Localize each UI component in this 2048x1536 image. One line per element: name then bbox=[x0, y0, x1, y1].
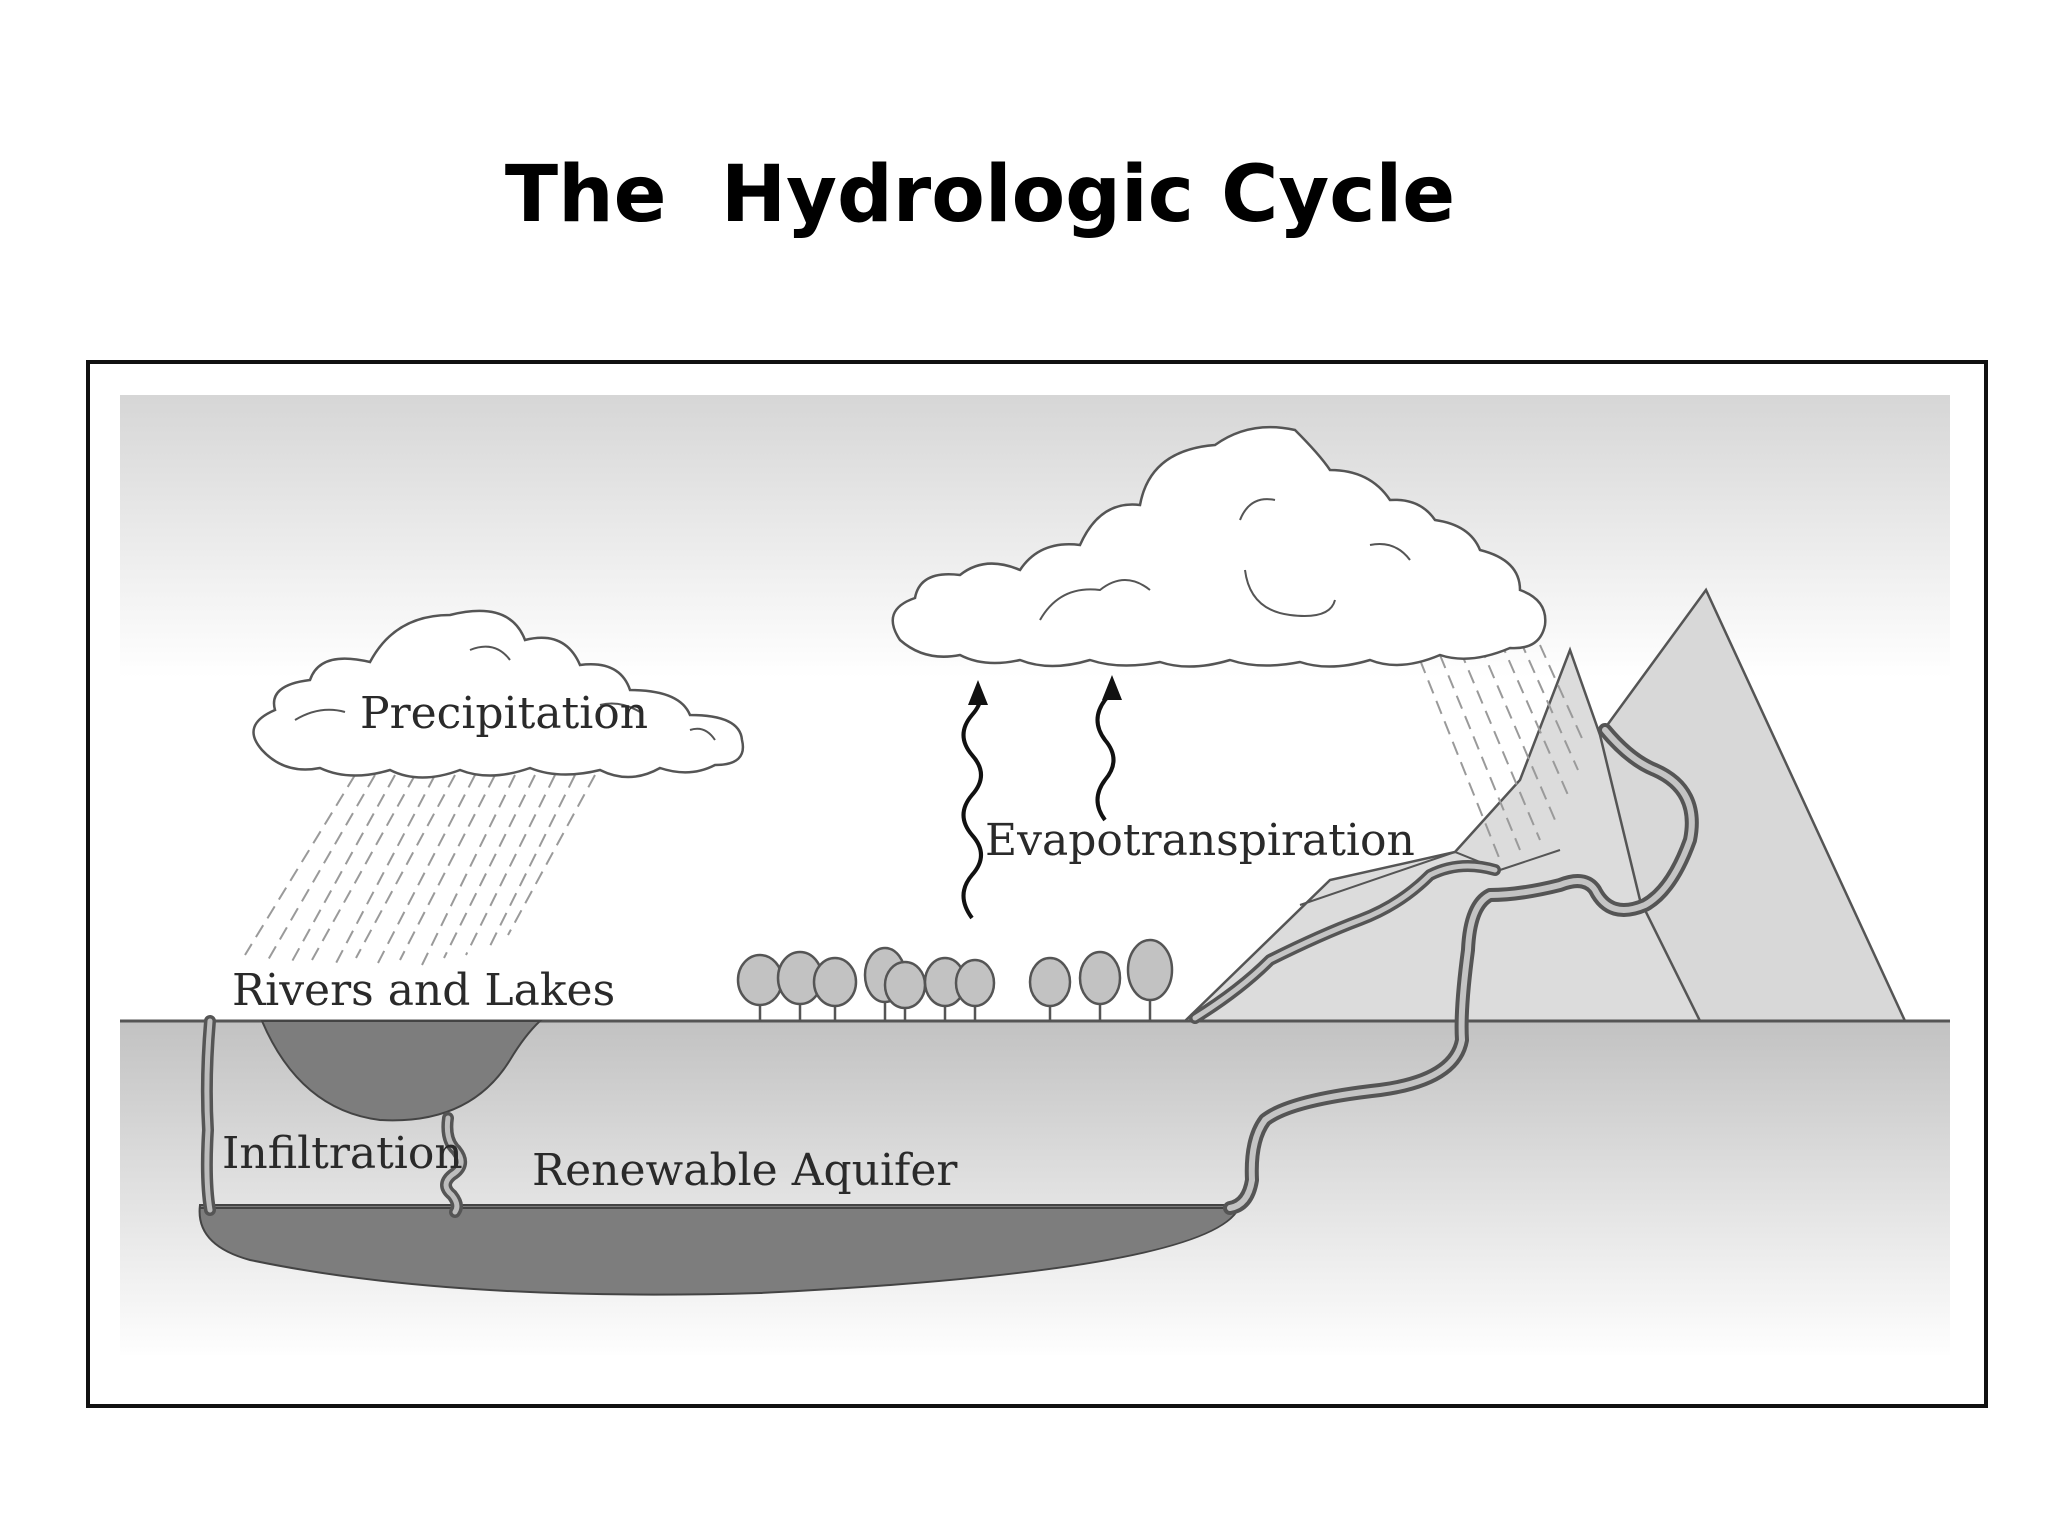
label-evapotranspiration: Evapotranspiration bbox=[985, 815, 1415, 866]
rain-right bbox=[1419, 639, 1586, 861]
cloud-right bbox=[891, 425, 1547, 668]
label-renewable-aquifer: Renewable Aquifer bbox=[532, 1145, 958, 1196]
infiltration-channel-left-core bbox=[204, 1018, 213, 1213]
evaporation-arrowhead-right bbox=[1102, 675, 1122, 700]
label-rivers-and-lakes: Rivers and Lakes bbox=[232, 965, 615, 1016]
label-infiltration: Infiltration bbox=[222, 1128, 463, 1179]
mountain-runoff-channel-core bbox=[1227, 727, 1695, 1211]
label-precipitation: Precipitation bbox=[360, 688, 648, 739]
mountain-front bbox=[1181, 646, 1703, 1023]
trees bbox=[736, 938, 1174, 1021]
cloud-left bbox=[252, 609, 745, 779]
infiltration-channel-lake-core bbox=[443, 1115, 464, 1215]
rain-left bbox=[244, 774, 596, 966]
page-title: The Hydrologic Cycle bbox=[504, 150, 1456, 240]
slope-channel-core bbox=[1192, 863, 1498, 1021]
aquifer bbox=[198, 1204, 1242, 1296]
lake bbox=[260, 1020, 543, 1122]
evaporation-arrowhead-left bbox=[968, 680, 988, 705]
evaporation-arrow-left bbox=[961, 688, 983, 920]
